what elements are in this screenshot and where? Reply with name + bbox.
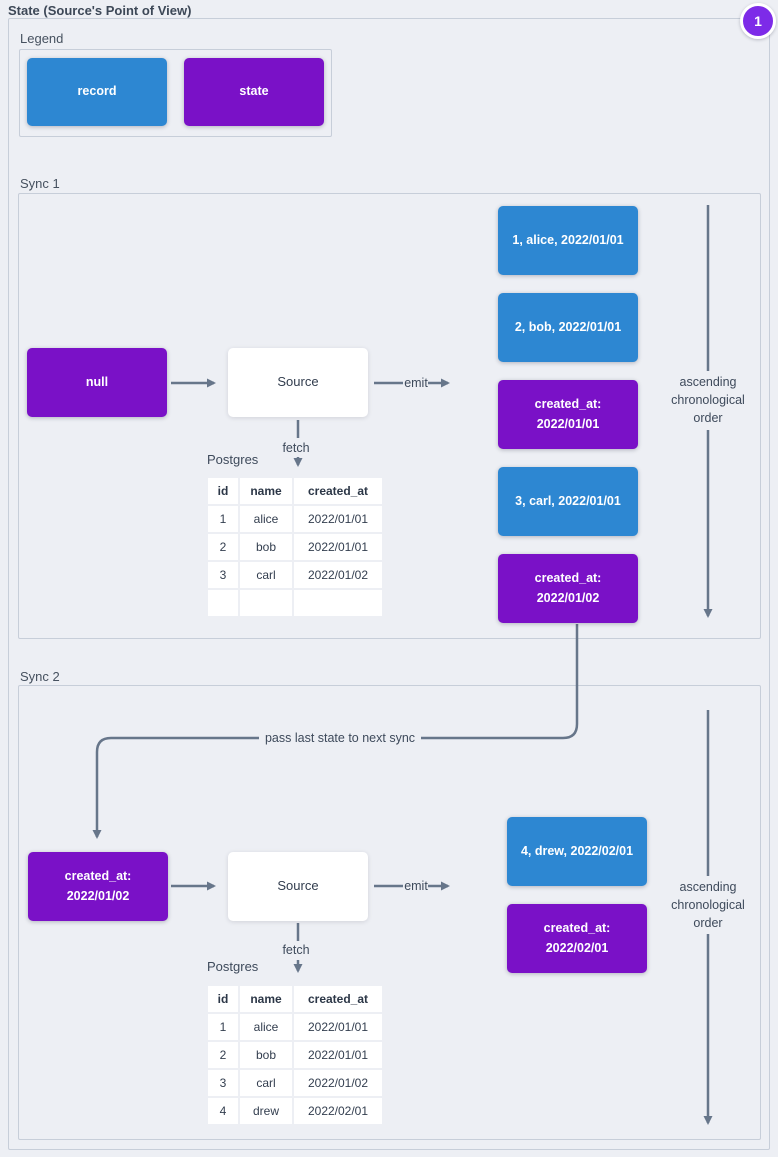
- sync2-frame: [18, 685, 761, 1140]
- sync2-emit-label: emit: [404, 879, 428, 893]
- table-row: 2 bob 2022/01/01: [208, 534, 382, 560]
- sync1-fetch-label: fetch: [282, 441, 310, 455]
- cell: 2022/02/01: [294, 1098, 382, 1124]
- record-label: 4, drew, 2022/02/01: [520, 843, 634, 858]
- col-id: id: [208, 986, 238, 1012]
- cell: bob: [240, 534, 292, 560]
- cell: [294, 590, 382, 616]
- sync1-input-state-box: null: [27, 348, 167, 417]
- cell: drew: [240, 1098, 292, 1124]
- sync2-input-state-box: created_at: 2022/01/02: [28, 852, 168, 921]
- table-row: 4 drew 2022/02/01: [208, 1098, 382, 1124]
- sync1-postgres-table: id name created_at 1 alice 2022/01/01 2 …: [206, 476, 384, 618]
- cell: [240, 590, 292, 616]
- sync2-fetch-label: fetch: [282, 943, 310, 957]
- cell: carl: [240, 562, 292, 588]
- cell: 2022/01/02: [294, 1070, 382, 1096]
- state-box: created_at: 2022/01/01: [498, 380, 638, 449]
- cell: [208, 590, 238, 616]
- table-row: 3 carl 2022/01/02: [208, 562, 382, 588]
- annotation-badge: 1: [740, 3, 776, 39]
- table-row: 2 bob 2022/01/01: [208, 1042, 382, 1068]
- col-created-at: created_at: [294, 478, 382, 504]
- cell: 2022/01/01: [294, 506, 382, 532]
- pass-state-label: pass last state to next sync: [264, 731, 416, 745]
- state-label: created_at: 2022/01/02: [534, 571, 602, 605]
- outer-frame: [8, 18, 770, 1150]
- table-header-row: id name created_at: [208, 478, 382, 504]
- cell: 2022/01/01: [294, 534, 382, 560]
- cell: 2022/01/01: [294, 1042, 382, 1068]
- cell: alice: [240, 506, 292, 532]
- cell: 3: [208, 1070, 238, 1096]
- record-box: 2, bob, 2022/01/01: [498, 293, 638, 362]
- record-box: 1, alice, 2022/01/01: [498, 206, 638, 275]
- cell: 2022/01/01: [294, 1014, 382, 1040]
- state-box: created_at: 2022/01/02: [498, 554, 638, 623]
- col-created-at: created_at: [294, 986, 382, 1012]
- cell: 2: [208, 1042, 238, 1068]
- table-row-empty: [208, 590, 382, 616]
- legend-state-box: state: [184, 58, 324, 126]
- legend-record-box: record: [27, 58, 167, 126]
- state-label: created_at: 2022/01/01: [534, 397, 602, 431]
- table-row: 3 carl 2022/01/02: [208, 1070, 382, 1096]
- sync2-source-box: Source: [228, 852, 368, 921]
- col-id: id: [208, 478, 238, 504]
- table-row: 1 alice 2022/01/01: [208, 506, 382, 532]
- sync1-db-label: Postgres: [207, 452, 259, 467]
- sync1-source-box: Source: [228, 348, 368, 417]
- sync1-emit-label: emit: [404, 376, 428, 390]
- sync1-source-label: Source: [277, 374, 319, 390]
- cell: 4: [208, 1098, 238, 1124]
- legend-frame: [19, 49, 332, 137]
- sync2-source-label: Source: [277, 878, 319, 894]
- record-box: 3, carl, 2022/01/01: [498, 467, 638, 536]
- sync2-label: Sync 2: [20, 669, 60, 684]
- cell: alice: [240, 1014, 292, 1040]
- legend-record-label: record: [77, 84, 117, 99]
- sync2-input-state-label: created_at: 2022/01/02: [64, 869, 132, 903]
- col-name: name: [240, 986, 292, 1012]
- cell: 1: [208, 506, 238, 532]
- record-label: 3, carl, 2022/01/01: [515, 493, 621, 508]
- cell: carl: [240, 1070, 292, 1096]
- cell: 3: [208, 562, 238, 588]
- sync2-order-label: ascending chronological order: [671, 879, 745, 931]
- sync1-input-state-label: null: [85, 374, 109, 389]
- sync1-label: Sync 1: [20, 176, 60, 191]
- legend-state-label: state: [239, 84, 269, 99]
- table-header-row: id name created_at: [208, 986, 382, 1012]
- cell: 2: [208, 534, 238, 560]
- cell: 1: [208, 1014, 238, 1040]
- state-box: created_at: 2022/02/01: [507, 904, 647, 973]
- sync2-postgres-table: id name created_at 1 alice 2022/01/01 2 …: [206, 984, 384, 1126]
- sync1-frame: [18, 193, 761, 639]
- legend-label: Legend: [20, 31, 64, 46]
- cell: 2022/01/02: [294, 562, 382, 588]
- sync2-db-label: Postgres: [207, 959, 259, 974]
- record-label: 2, bob, 2022/01/01: [514, 319, 622, 334]
- cell: bob: [240, 1042, 292, 1068]
- record-label: 1, alice, 2022/01/01: [512, 232, 624, 247]
- page-title: State (Source's Point of View): [8, 3, 192, 18]
- state-label: created_at: 2022/02/01: [543, 921, 611, 955]
- record-box: 4, drew, 2022/02/01: [507, 817, 647, 886]
- table-row: 1 alice 2022/01/01: [208, 1014, 382, 1040]
- col-name: name: [240, 478, 292, 504]
- sync1-order-label: ascending chronological order: [671, 374, 745, 426]
